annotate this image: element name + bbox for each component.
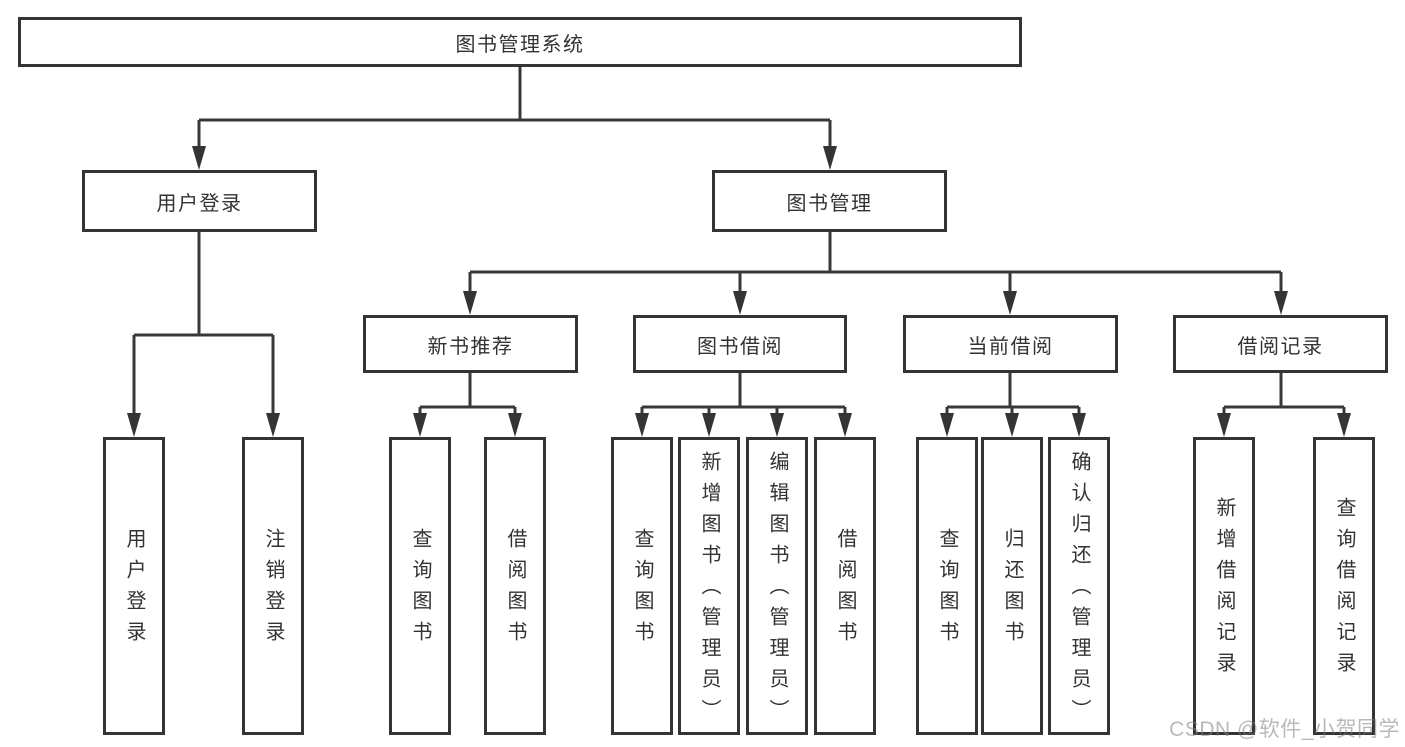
leaf-query-books-newbook-label: 查询图书: [409, 528, 431, 652]
leaf-query-borrow-record-label: 查询借阅记录: [1333, 497, 1355, 683]
leaf-query-books-current: 查询图书: [916, 437, 978, 735]
node-current-borrowing-label: 当前借阅: [967, 335, 1054, 358]
node-current-borrowing: 当前借阅: [903, 315, 1118, 373]
leaf-logout: 注销登录: [242, 437, 304, 735]
node-root: 图书管理系统: [18, 17, 1022, 67]
leaf-query-books-newbook: 查询图书: [389, 437, 451, 735]
leaf-confirm-return-admin-label: 确认归还（管理员）: [1068, 450, 1090, 730]
arrowhead: [508, 413, 522, 437]
node-new-book-recommend-label: 新书推荐: [427, 335, 514, 358]
csdn-watermark: CSDN @软件_小贺同学: [1169, 718, 1400, 741]
arrowhead: [1337, 413, 1351, 437]
leaf-borrow-books-borrow: 借阅图书: [814, 437, 876, 735]
arrowhead: [192, 146, 206, 170]
leaf-user-login-label: 用户登录: [123, 528, 145, 652]
connector-borrowing-records-to-leaves: [1217, 373, 1351, 437]
arrowhead: [635, 413, 649, 437]
leaf-add-book-admin-label: 新增图书（管理员）: [698, 450, 720, 730]
connector-book-borrowing-to-leaves: [635, 373, 852, 437]
leaf-logout-label: 注销登录: [262, 528, 284, 652]
arrowhead: [823, 146, 837, 170]
arrowhead: [770, 413, 784, 437]
arrowhead: [1072, 413, 1086, 437]
leaf-query-books-borrow-label: 查询图书: [631, 528, 653, 652]
arrowhead: [940, 413, 954, 437]
node-book-borrowing-label: 图书借阅: [697, 335, 783, 358]
arrowhead: [733, 291, 747, 315]
node-book-management: 图书管理: [712, 170, 947, 232]
leaf-edit-book-admin-label: 编辑图书（管理员）: [766, 450, 788, 730]
arrowhead: [266, 413, 280, 437]
node-borrowing-records: 借阅记录: [1173, 315, 1388, 373]
arrowhead: [702, 413, 716, 437]
leaf-query-borrow-record: 查询借阅记录: [1313, 437, 1375, 735]
leaf-user-login: 用户登录: [103, 437, 165, 735]
leaf-confirm-return-admin: 确认归还（管理员）: [1048, 437, 1110, 735]
leaf-query-books-current-label: 查询图书: [936, 528, 958, 652]
arrowhead: [127, 413, 141, 437]
leaf-return-books-label: 归还图书: [1001, 528, 1023, 652]
node-user-login-label: 用户登录: [156, 192, 243, 215]
connector-user-login-to-leaves: [127, 232, 280, 437]
leaf-borrow-books-borrow-label: 借阅图书: [834, 528, 856, 652]
leaf-return-books: 归还图书: [981, 437, 1043, 735]
leaf-query-books-borrow: 查询图书: [611, 437, 673, 735]
arrowhead: [463, 291, 477, 315]
leaf-add-borrow-record-label: 新增借阅记录: [1213, 497, 1235, 683]
connector-root-to-level2: [192, 67, 837, 170]
leaf-borrow-books-newbook: 借阅图书: [484, 437, 546, 735]
leaf-edit-book-admin: 编辑图书（管理员）: [746, 437, 808, 735]
node-borrowing-records-label: 借阅记录: [1237, 335, 1324, 358]
leaf-borrow-books-newbook-label: 借阅图书: [504, 528, 526, 652]
arrowhead: [1217, 413, 1231, 437]
arrowhead: [1274, 291, 1288, 315]
node-book-management-label: 图书管理: [786, 192, 873, 215]
leaf-add-book-admin: 新增图书（管理员）: [678, 437, 740, 735]
arrowhead: [838, 413, 852, 437]
leaf-add-borrow-record: 新增借阅记录: [1193, 437, 1255, 735]
arrowhead: [413, 413, 427, 437]
connector-new-book-to-leaves: [413, 373, 522, 437]
node-root-label: 图书管理系统: [455, 33, 585, 56]
arrowhead: [1005, 413, 1019, 437]
connector-book-management-to-level3: [463, 232, 1288, 315]
arrowhead: [1003, 291, 1017, 315]
connector-current-borrowing-to-leaves: [940, 373, 1086, 437]
node-user-login: 用户登录: [82, 170, 317, 232]
node-book-borrowing: 图书借阅: [633, 315, 847, 373]
node-new-book-recommend: 新书推荐: [363, 315, 578, 373]
